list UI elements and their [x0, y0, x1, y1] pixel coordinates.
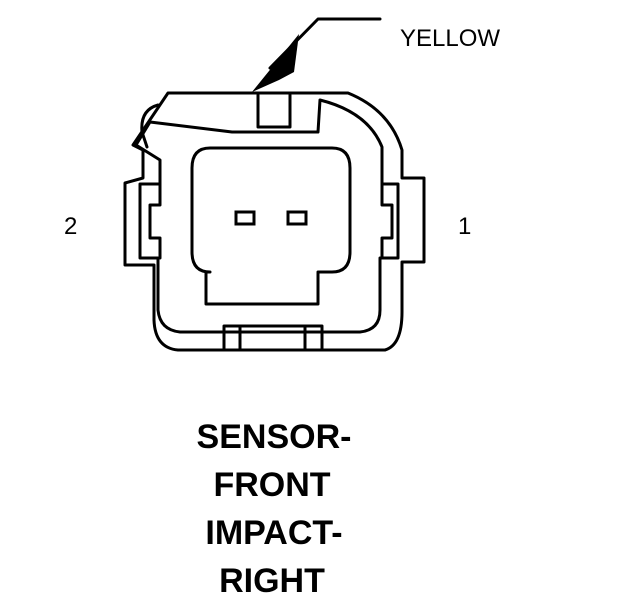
pin-1-terminal — [286, 210, 308, 226]
connector-title: SENSOR- FRONT IMPACT- RIGHT — [197, 418, 352, 600]
pin-2-terminal — [234, 210, 256, 226]
title-line-3: IMPACT- — [205, 514, 342, 552]
connector-housing — [123, 91, 426, 352]
pin-label-left: 2 — [64, 213, 77, 240]
pin-label-right: 1 — [458, 213, 471, 240]
title-line-1: SENSOR- — [197, 418, 352, 456]
callout-label: YELLOW — [400, 25, 500, 52]
title-line-4: RIGHT — [219, 562, 325, 600]
terminal-cavity — [190, 146, 352, 306]
title-line-2: FRONT — [213, 466, 330, 504]
callout-arrow — [252, 17, 382, 92]
